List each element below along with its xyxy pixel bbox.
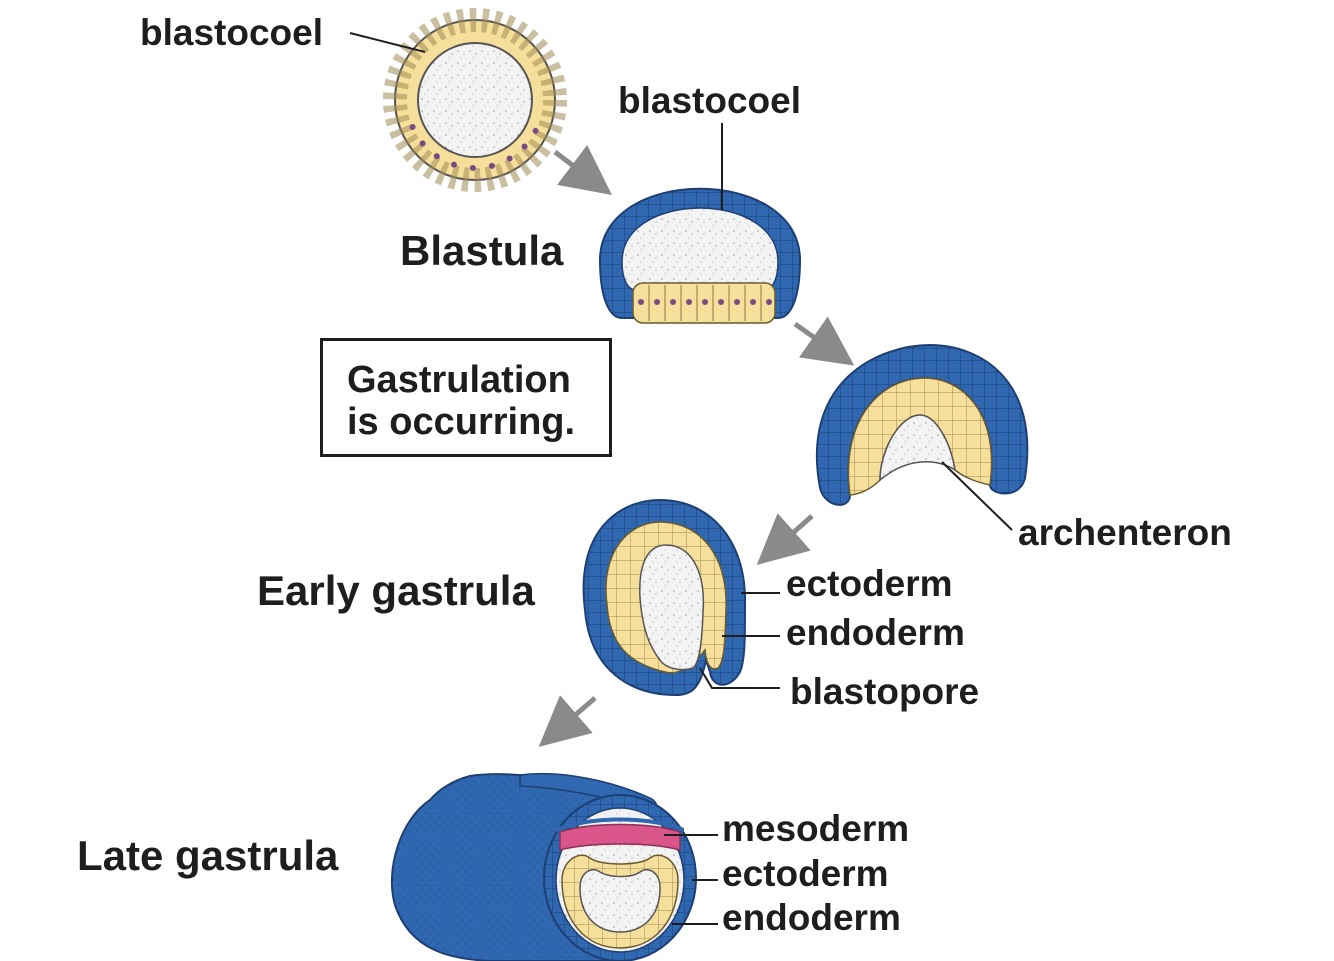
blastocoel-top-leader (349, 32, 426, 53)
early-blastula-sphere (383, 8, 567, 192)
blastocoel-label-top: blastocoel (140, 12, 323, 53)
early-gastrula-embryo (582, 498, 747, 697)
cell-nucleus (488, 162, 495, 169)
blastula-label: Blastula (400, 227, 564, 274)
cell-nucleus (506, 155, 513, 162)
cell-nucleus (469, 164, 476, 171)
cell-nucleus (638, 299, 644, 305)
late-endoderm-label: endoderm (722, 897, 901, 938)
cell-nucleus (532, 127, 539, 134)
early-endoderm-label: endoderm (786, 612, 965, 653)
archenteron-label: archenteron (1018, 512, 1232, 553)
late-mesoderm-label: mesoderm (722, 808, 910, 849)
cell-nucleus (419, 140, 426, 147)
early-ectoderm-label: ectoderm (786, 563, 953, 604)
late-gastrula-embryo (391, 772, 697, 961)
arrow-4 (538, 695, 597, 747)
cell-nucleus (521, 143, 528, 150)
arrow-2 (793, 316, 855, 366)
cell-nucleus (654, 299, 660, 305)
arrow-1 (553, 144, 612, 196)
early-gastrula-label: Early gastrula (257, 567, 535, 614)
cell-nucleus (734, 299, 740, 305)
late-gastrula-label: Late gastrula (77, 832, 339, 879)
blastocoel-label-blastula: blastocoel (618, 80, 801, 121)
cell-nucleus (702, 299, 708, 305)
blastopore-label: blastopore (790, 671, 980, 712)
cell-nucleus (686, 299, 692, 305)
arrow-3 (756, 513, 814, 565)
cell-nucleus (766, 299, 772, 305)
archenteron-leader (941, 461, 1013, 531)
cell-nucleus (750, 299, 756, 305)
late-ectoderm-label: ectoderm (722, 853, 889, 894)
gastrulation-note-line1: Gastrulation (347, 359, 571, 401)
blastula-embryo (598, 187, 802, 324)
cell-nucleus (409, 124, 416, 131)
gastrulation-note-line2: is occurring. (347, 401, 576, 443)
invaginating-embryo (815, 343, 1029, 506)
cell-nucleus (670, 299, 676, 305)
cell-nucleus (718, 299, 724, 305)
cell-nucleus (433, 153, 440, 160)
gastrulation-note-box: Gastrulation is occurring. (320, 338, 612, 457)
cell-nucleus (450, 161, 457, 168)
blastopore-leader (699, 667, 780, 689)
